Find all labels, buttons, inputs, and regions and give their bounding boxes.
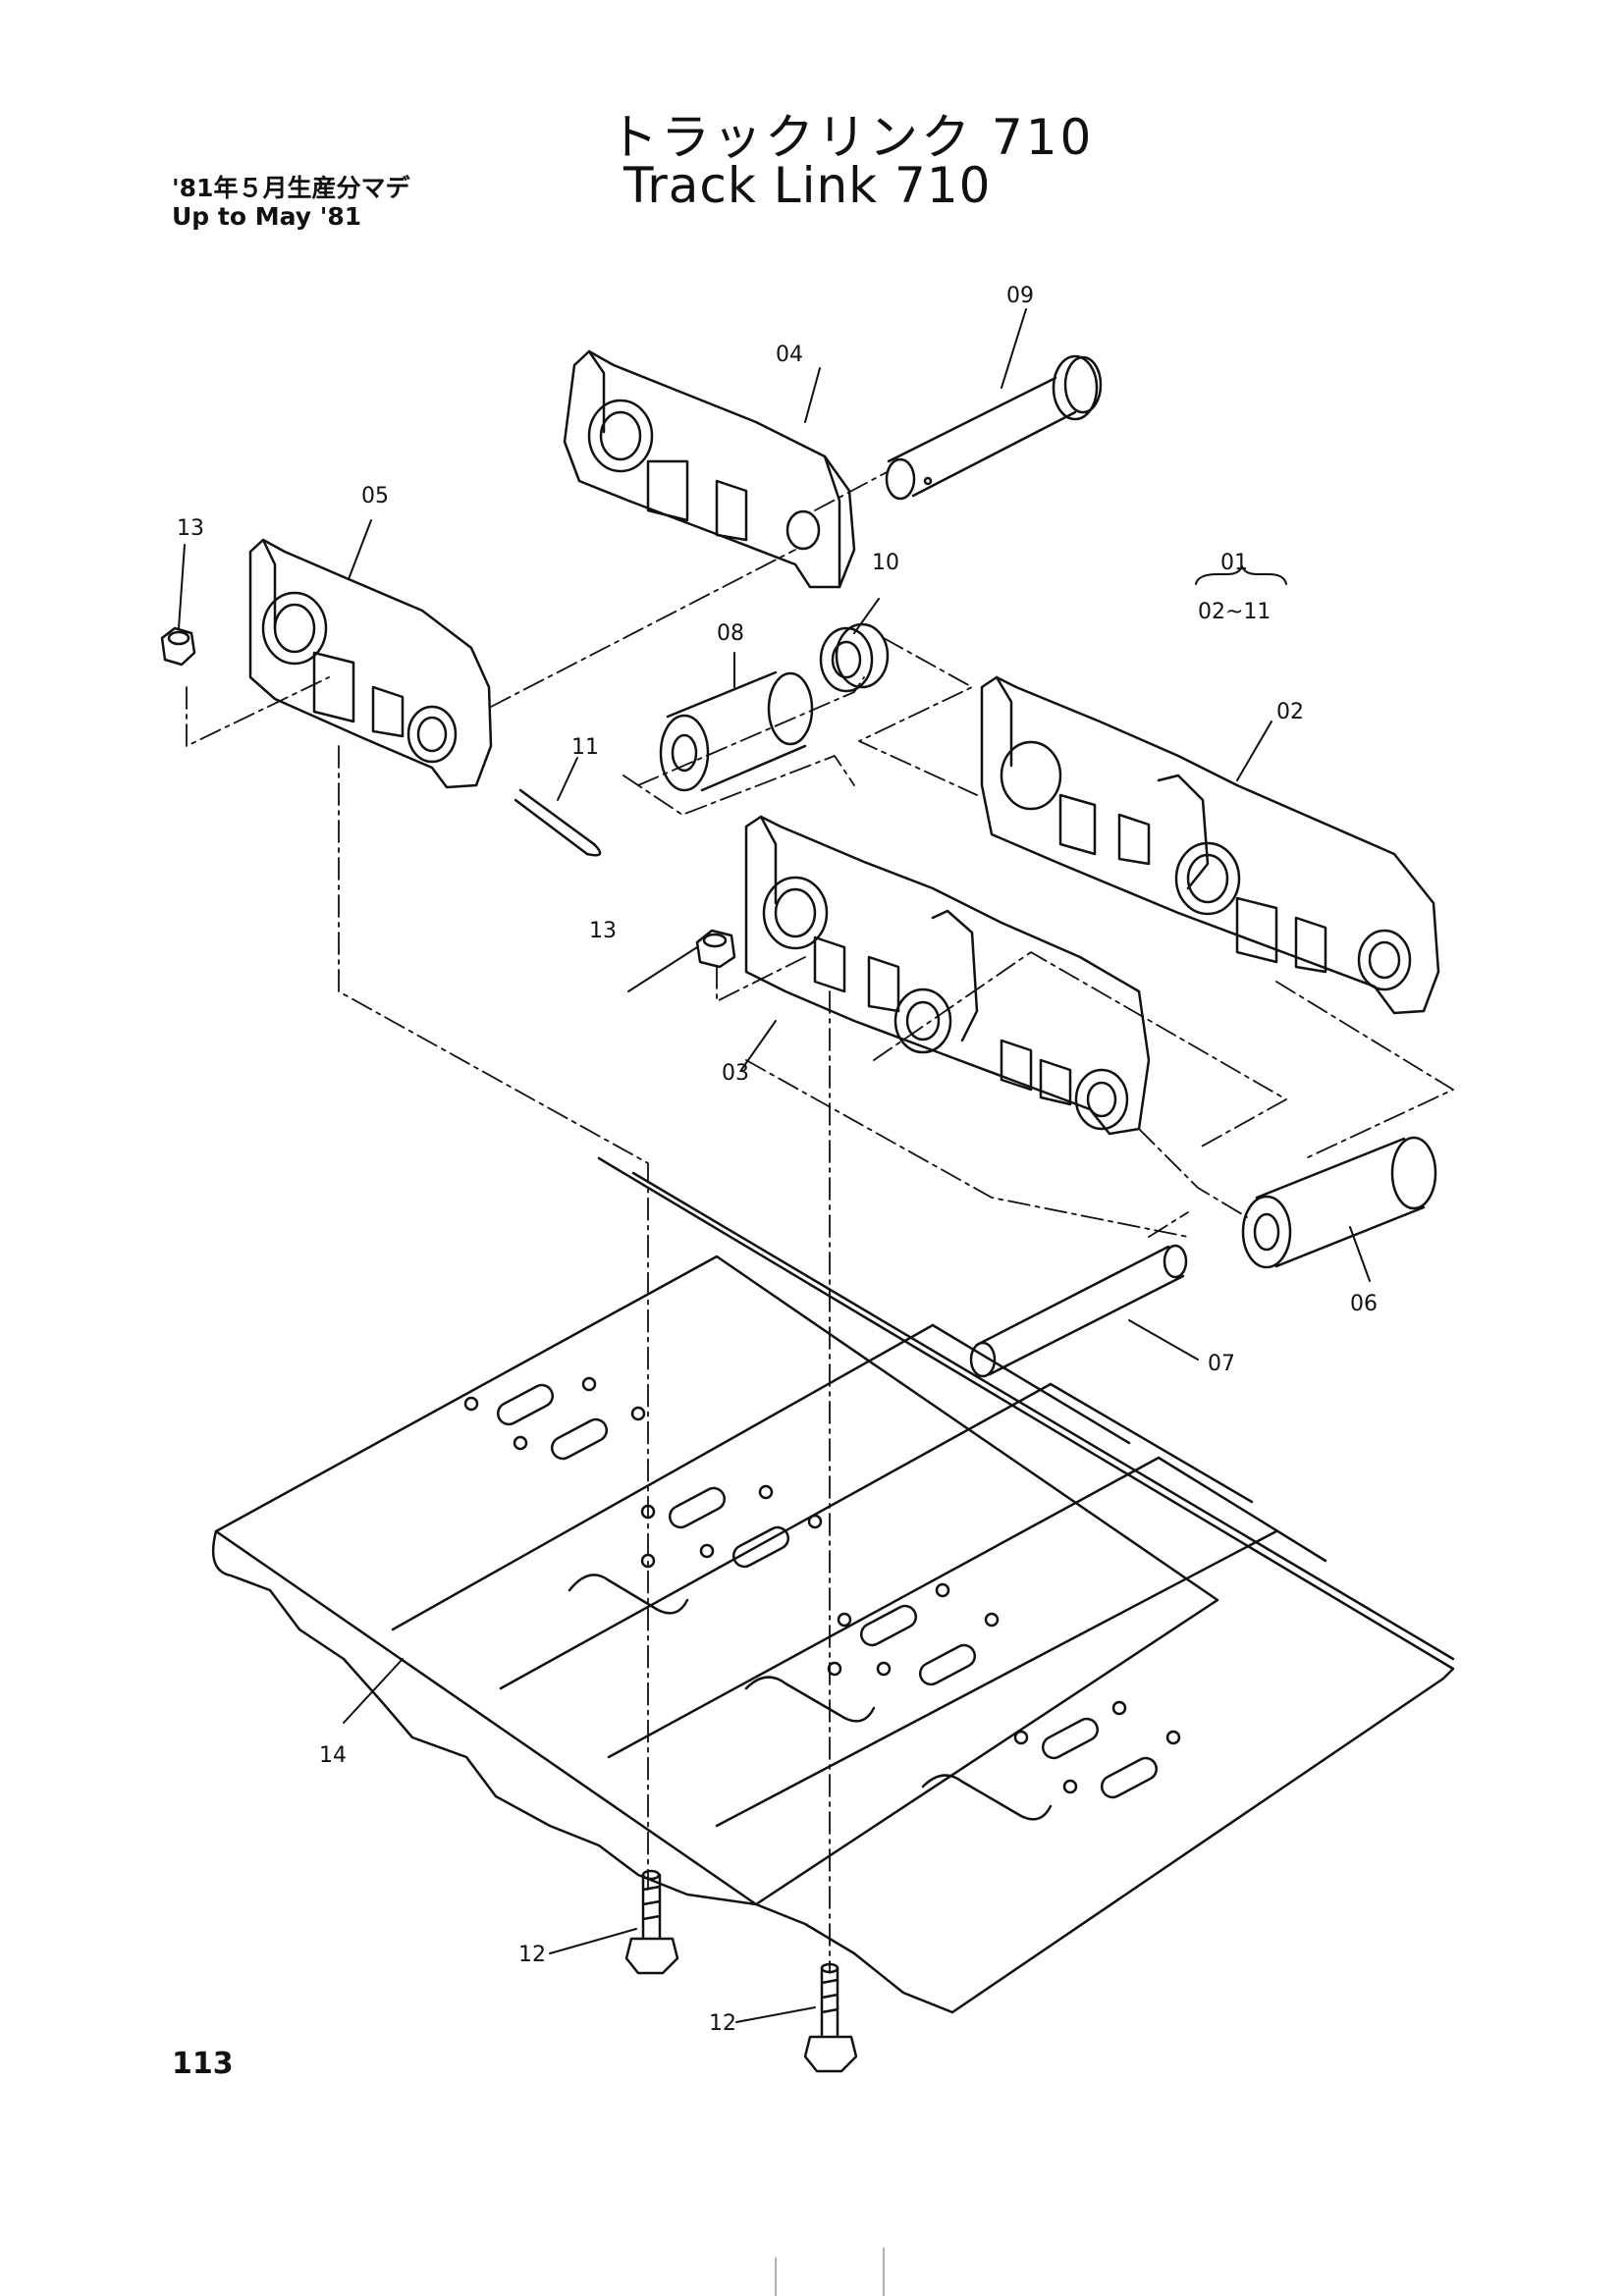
bolt-12-right [803, 1962, 858, 2073]
track-shoe-14 [211, 1156, 1455, 2014]
callout-08: 08 [717, 621, 744, 646]
assembly-lines [186, 470, 1454, 1974]
bolt-12-left [624, 1869, 679, 1975]
callout-13-middle: 13 [589, 919, 617, 943]
callout-13-upper: 13 [177, 516, 204, 541]
callout-02: 02 [1276, 700, 1304, 724]
nut-13-middle [695, 929, 736, 969]
callout-12-right: 12 [709, 2011, 736, 2036]
callout-labels: 04 09 05 13 10 08 11 02 13 03 06 07 14 1… [177, 284, 1378, 2036]
callout-05: 05 [361, 484, 389, 508]
callout-10: 10 [872, 551, 899, 575]
track-link-05 [248, 538, 493, 789]
seal-10 [819, 622, 890, 693]
callout-06: 06 [1350, 1292, 1378, 1316]
callout-03: 03 [722, 1061, 749, 1086]
assembly-label-top: 01 [1220, 551, 1248, 575]
callout-07: 07 [1208, 1352, 1235, 1376]
pin-07 [969, 1244, 1188, 1378]
page-number: 113 [172, 2047, 234, 2081]
track-link-02 [980, 675, 1440, 1015]
assembly-group-label: 01 02~11 [1195, 551, 1287, 624]
callout-04: 04 [776, 343, 803, 367]
callout-09: 09 [1006, 284, 1034, 308]
callout-12-left: 12 [518, 1943, 546, 1967]
scan-marks [775, 2247, 885, 2296]
spring-pin-11 [514, 788, 602, 857]
leader-lines [178, 308, 1371, 2023]
assembly-label-bottom: 02~11 [1198, 600, 1271, 624]
title-japanese: トラックリンク 710 [609, 109, 1095, 166]
callout-14: 14 [319, 1743, 347, 1768]
pin-09 [885, 354, 1103, 501]
bushing-06 [1241, 1136, 1437, 1269]
callout-11: 11 [571, 735, 599, 760]
track-link-03 [744, 815, 1151, 1136]
track-link-04 [563, 349, 856, 589]
production-note-japanese: '81年５月生産分マデ [172, 174, 410, 202]
bushing-08 [659, 670, 814, 792]
nut-13-upper [160, 626, 196, 667]
title-english: Track Link 710 [623, 157, 992, 214]
production-note-english: Up to May '81 [172, 202, 362, 231]
